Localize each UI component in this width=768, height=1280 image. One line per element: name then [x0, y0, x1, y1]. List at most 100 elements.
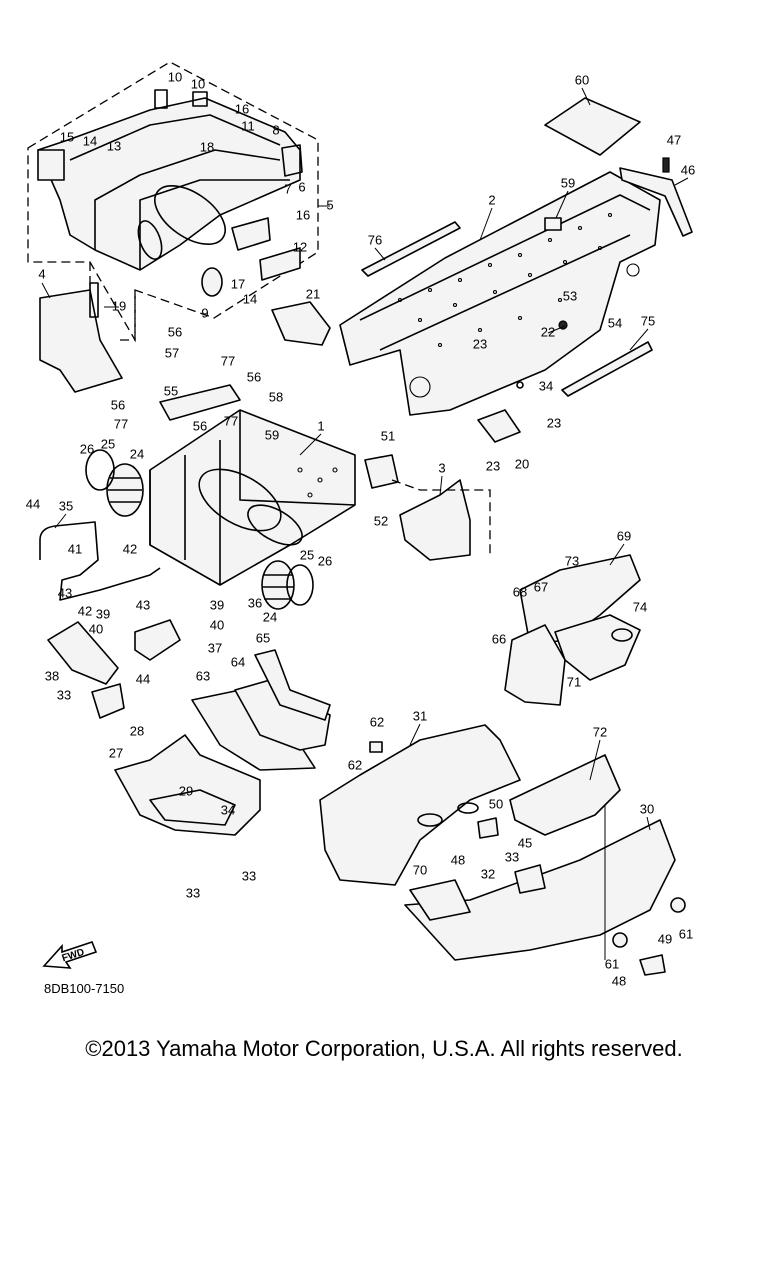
- callout-c74: 74: [633, 599, 647, 614]
- callout-c72: 72: [593, 724, 607, 739]
- callout-c10b: 10: [191, 76, 205, 91]
- callout-c55: 55: [164, 383, 178, 398]
- part-49-clip: [639, 954, 666, 976]
- callout-c14a: 14: [83, 133, 97, 148]
- callout-c23c: 23: [486, 458, 500, 473]
- copyright-notice: ©2013 Yamaha Motor Corporation, U.S.A. A…: [85, 1036, 683, 1061]
- part-70-panel: [409, 879, 471, 921]
- part-74-hole: [611, 628, 633, 642]
- callout-c13: 13: [107, 138, 121, 153]
- callout-c6: 6: [298, 179, 305, 194]
- callout-c28: 28: [130, 723, 144, 738]
- drawing-number: 8DB100-7150: [44, 981, 124, 996]
- part-28-bracket: [91, 683, 125, 719]
- callout-c73: 73: [565, 553, 579, 568]
- part-61-grommet-b: [612, 932, 628, 948]
- callout-c77b: 77: [114, 416, 128, 431]
- callout-c47: 47: [667, 132, 681, 147]
- callout-c20: 20: [515, 456, 529, 471]
- callout-c68: 68: [513, 584, 527, 599]
- callout-c77a: 77: [221, 353, 235, 368]
- callout-c71: 71: [567, 674, 581, 689]
- callout-c17: 17: [231, 276, 245, 291]
- callout-c21: 21: [306, 286, 320, 301]
- callout-c56a: 56: [168, 324, 182, 339]
- part-3-bracket: [399, 479, 471, 561]
- callout-c64: 64: [231, 654, 245, 669]
- part-75-strip: [561, 341, 653, 397]
- callout-c38: 38: [45, 668, 59, 683]
- part-51-plate: [364, 454, 399, 489]
- callout-c12: 12: [293, 239, 307, 254]
- callout-c50: 50: [489, 796, 503, 811]
- callout-c60: 60: [575, 72, 589, 87]
- callout-c31: 31: [413, 708, 427, 723]
- callout-c10a: 10: [168, 69, 182, 84]
- callout-c26a: 26: [80, 441, 94, 456]
- callout-c70: 70: [413, 862, 427, 877]
- callout-c14b: 14: [243, 291, 257, 306]
- callout-c29: 29: [179, 783, 193, 798]
- part-46-bracket: [619, 167, 693, 237]
- part-50-clip: [477, 817, 499, 839]
- callout-c34a: 34: [539, 378, 553, 393]
- callout-c3: 3: [438, 460, 445, 475]
- part-29-cover: [149, 789, 236, 826]
- callout-c46: 46: [681, 162, 695, 177]
- callout-c19: 19: [112, 298, 126, 313]
- callout-c52: 52: [374, 513, 388, 528]
- part-4-bracket: [39, 289, 123, 393]
- callout-c2: 2: [488, 192, 495, 207]
- part-66-cover: [504, 624, 566, 706]
- part-37-bracket: [134, 619, 181, 661]
- callout-c25a: 25: [101, 436, 115, 451]
- part-25-ring-right: [286, 564, 314, 606]
- callout-c59b: 59: [265, 427, 279, 442]
- part-38-grip: [47, 621, 119, 685]
- part-59-clip: [544, 217, 562, 231]
- callout-c1: 1: [317, 418, 324, 433]
- part-61-grommet-a: [670, 897, 686, 913]
- callout-c23b: 23: [547, 415, 561, 430]
- callout-c18: 18: [200, 139, 214, 154]
- callout-c35: 35: [59, 498, 73, 513]
- callout-c27: 27: [109, 745, 123, 760]
- callout-c23a: 23: [473, 336, 487, 351]
- part-62-grommet: [369, 741, 383, 753]
- callout-c62b: 62: [348, 757, 362, 772]
- part-35-handle: [39, 521, 161, 601]
- callout-c25b: 25: [300, 547, 314, 562]
- callout-c15: 15: [60, 129, 74, 144]
- callout-c57: 57: [165, 345, 179, 360]
- part-76-strip: [361, 221, 461, 277]
- callout-c76: 76: [368, 232, 382, 247]
- callout-c33d: 33: [505, 849, 519, 864]
- callout-c41: 41: [68, 541, 82, 556]
- part-2-tunnel: [339, 171, 661, 416]
- callout-c4: 4: [38, 266, 45, 281]
- callout-c36: 36: [248, 595, 262, 610]
- callout-c56c: 56: [111, 397, 125, 412]
- part-21-plate: [271, 301, 331, 346]
- callout-c9: 9: [201, 305, 208, 320]
- part-60-pad: [544, 97, 641, 156]
- callout-c16a: 16: [235, 101, 249, 116]
- part-3-guide: [391, 479, 491, 555]
- part-24-boot-right: [261, 560, 295, 610]
- callout-c77c: 77: [224, 413, 238, 428]
- part-27-cover: [114, 734, 261, 836]
- callout-c34b: 34: [221, 802, 235, 817]
- callout-c42b: 42: [78, 603, 92, 618]
- subassembly-boundary-4: [89, 262, 136, 341]
- leader-lines: [41, 87, 689, 960]
- callout-c40b: 40: [89, 621, 103, 636]
- callout-c67: 67: [534, 579, 548, 594]
- callout-c75: 75: [641, 313, 655, 328]
- callout-c53: 53: [563, 288, 577, 303]
- callout-c30: 30: [640, 801, 654, 816]
- callout-c43a: 43: [58, 585, 72, 600]
- callout-c32: 32: [481, 866, 495, 881]
- callout-c40a: 40: [210, 617, 224, 632]
- callout-c24a: 24: [130, 446, 144, 461]
